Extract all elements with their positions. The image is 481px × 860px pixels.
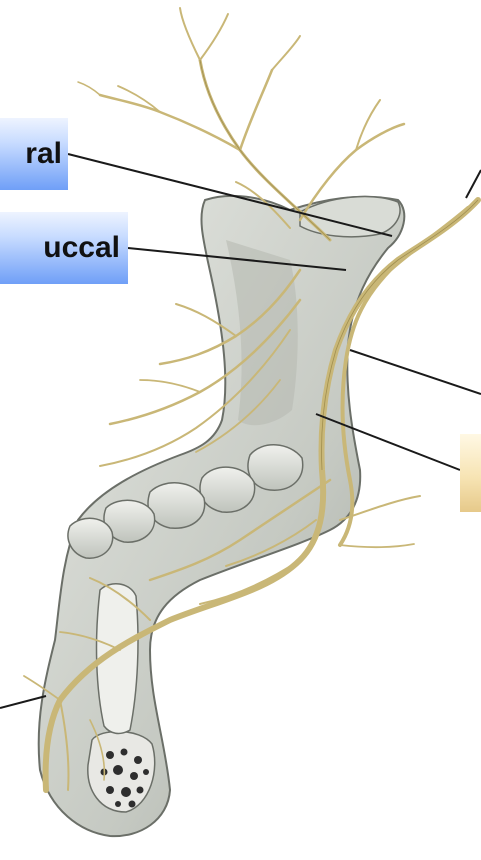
label-right-cropped — [460, 434, 481, 512]
label-buccal-text: uccal — [43, 233, 120, 263]
leader-line-left-lower — [0, 696, 46, 708]
label-temporal: ral — [0, 118, 68, 190]
leader-line-trunk — [466, 170, 481, 198]
label-buccal: uccal — [0, 212, 128, 284]
label-temporal-text: ral — [25, 139, 62, 169]
leader-line-right-upper — [350, 350, 481, 394]
